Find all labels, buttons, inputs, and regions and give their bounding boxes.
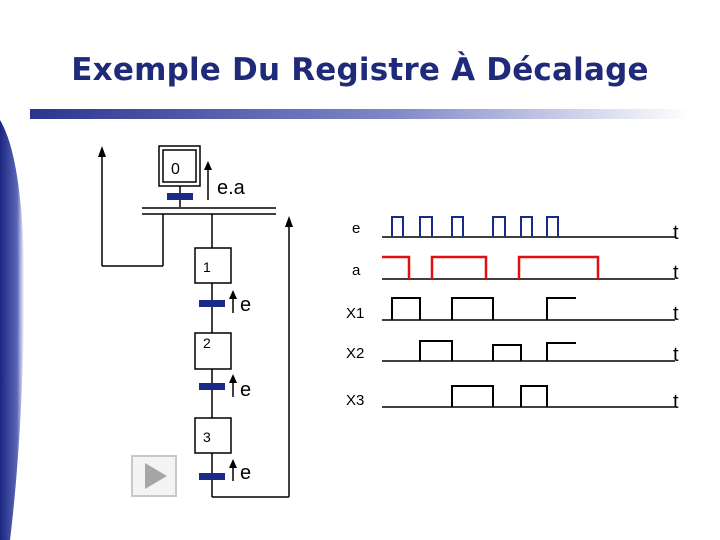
time-label-a: t (673, 262, 679, 284)
play-button[interactable] (131, 455, 177, 497)
step-3-label: 3 (203, 429, 211, 445)
transition-label-3: e (240, 462, 251, 484)
step-1-label: 1 (203, 259, 211, 275)
transition-label-e-a: e.a (217, 177, 246, 199)
transition-bar-2 (199, 383, 225, 390)
signal-waveform-X2 (419, 340, 576, 361)
signal-label-X2: X2 (346, 345, 364, 362)
step-3: 3 (194, 417, 232, 454)
signal-waveform-a (382, 255, 600, 279)
signal-label-X1: X1 (346, 305, 364, 322)
signal-label-a: a (352, 262, 361, 279)
time-label-X2: t (673, 344, 679, 366)
step-2: 2 (194, 332, 232, 370)
time-label-X1: t (673, 303, 679, 325)
step-2-label: 2 (203, 335, 211, 351)
left-swoosh-decoration (0, 120, 25, 540)
signal-waveform-X1 (391, 297, 576, 320)
transition-label-1: e (240, 294, 251, 316)
signal-label-e: e (352, 220, 360, 237)
step-0-label: 0 (171, 161, 180, 178)
transition-bar-1 (199, 300, 225, 307)
title-accent-bar (30, 109, 690, 119)
signal-waveform-e (391, 216, 559, 237)
step-1: 1 (194, 247, 232, 284)
signal-label-X3: X3 (346, 392, 364, 409)
transition-bar-3 (199, 473, 225, 480)
transition-bar-e-a (167, 193, 193, 200)
transition-label-2: e (240, 379, 251, 401)
slide-title: Exemple Du Registre À Décalage (71, 52, 649, 88)
signal-waveform-X3 (451, 385, 548, 407)
play-icon (131, 455, 177, 497)
time-label-e: t (673, 222, 679, 244)
time-label-X3: t (673, 391, 679, 413)
